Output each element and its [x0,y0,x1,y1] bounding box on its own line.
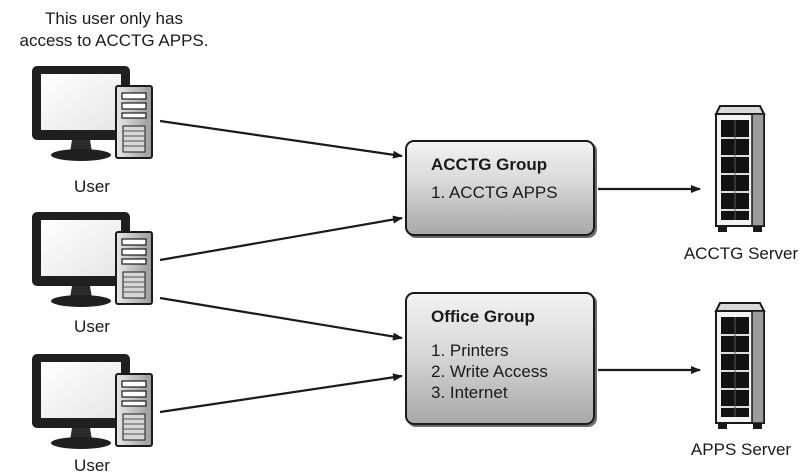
acctg-group-box: ACCTG Group 1. ACCTG APPS [405,140,595,236]
group-title: Office Group [431,307,535,326]
desktop-computer-icon [31,211,153,308]
arrow-user2-to-acctg-group [159,215,403,262]
access-note-line-2: access to ACCTG APPS. [19,31,209,50]
user-label: User [74,456,110,475]
user-label: User [74,177,110,196]
server-rack-icon [715,105,765,233]
group-permission-item: 1. Printers [431,341,509,360]
server-rack-icon [715,302,765,430]
desktop-computer-icon [31,65,153,162]
access-note-line-1: This user only has [45,9,183,28]
access-note: This user only has access to ACCTG APPS. [0,8,228,52]
group-permission-item: 2. Write Access [431,362,548,381]
desktop-computer-icon [31,353,153,450]
group-title: ACCTG Group [431,155,548,174]
arrow-user3-to-office-group [159,373,403,414]
arrow-user1-to-acctg-group [159,119,403,159]
server-label: APPS Server [690,440,792,459]
group-permission-item: 3. Internet [431,383,508,402]
office-group-box: Office Group 1. Printers 2. Write Access… [405,292,595,425]
server-label: ACCTG Server [683,244,799,263]
group-permission-item: 1. ACCTG APPS [431,183,558,202]
arrow-user2-to-office-group [159,296,403,341]
user-label: User [74,317,110,336]
